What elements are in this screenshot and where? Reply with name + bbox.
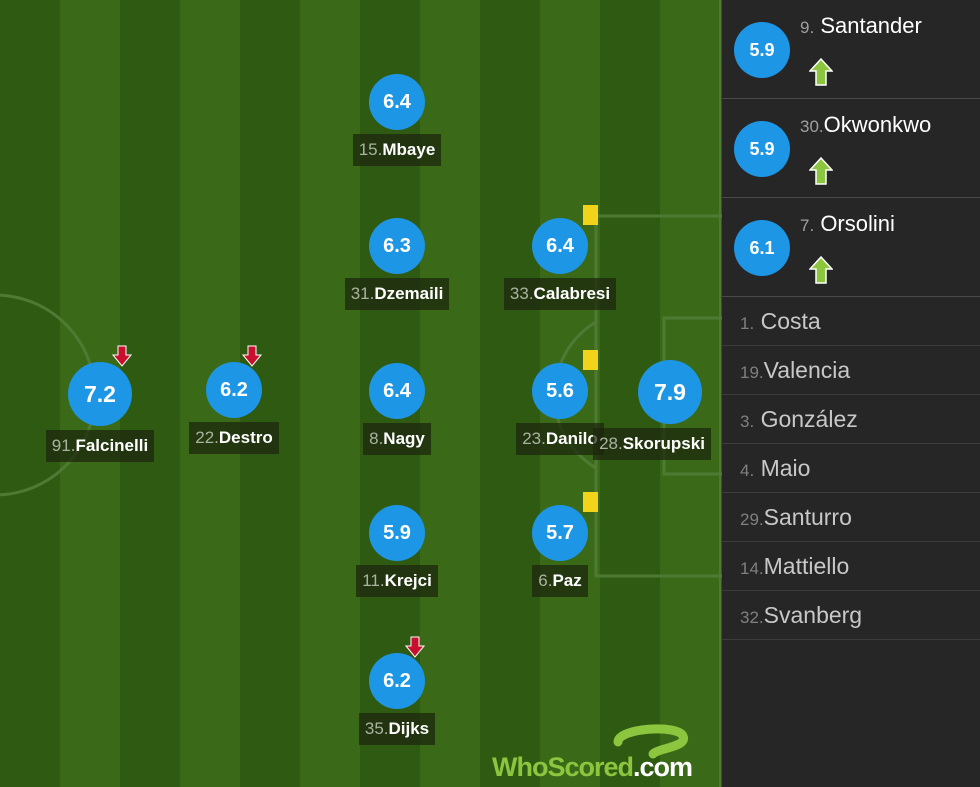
rating-bubble: 7.9	[638, 360, 702, 424]
substituted-off-icon	[405, 636, 425, 658]
question-mark-icon	[613, 724, 688, 759]
player-name-label: 6.Paz	[532, 565, 588, 597]
substituted-off-icon	[112, 345, 132, 367]
player-mbaye[interactable]: 6.4 15.Mbaye	[317, 74, 477, 166]
player-name-label: 33.Calabresi	[503, 278, 617, 310]
player-krejci[interactable]: 5.9 11.Krejci	[317, 505, 477, 597]
yellow-card-icon	[583, 492, 598, 512]
rating-bubble: 5.9	[369, 505, 425, 561]
player-name-label: 22.Destro	[189, 422, 279, 454]
player-name-label: 15.Mbaye	[352, 134, 442, 166]
player-paz[interactable]: 5.7 6.Paz	[480, 492, 640, 597]
player-calabresi[interactable]: 6.4 33.Calabresi	[480, 205, 640, 310]
player-name-label: 8.Nagy	[363, 423, 431, 455]
rating-bubble: 6.1	[734, 220, 790, 276]
substitute-santander[interactable]: 5.9 9. Santander	[722, 0, 980, 99]
rating-bubble: 6.2	[369, 636, 425, 709]
player-name-label: 11.Krejci	[356, 565, 438, 597]
player-name-label: 7. Orsolini	[800, 211, 895, 236]
substitute-okwonkwo[interactable]: 5.9 30.Okwonkwo	[722, 99, 980, 198]
rating-bubble: 5.7	[532, 492, 598, 561]
bench-player-gonzalez[interactable]: 3. González	[722, 395, 980, 444]
bench-player-mattiello[interactable]: 14.Mattiello	[722, 542, 980, 591]
player-name-label: 28.Skorupski	[593, 428, 711, 460]
rating-bubble: 6.4	[532, 205, 598, 274]
player-destro[interactable]: 6.2 22.Destro	[154, 345, 314, 454]
player-name-label: 31.Dzemaili	[344, 278, 450, 310]
bench-player-maio[interactable]: 4. Maio	[722, 444, 980, 493]
rating-bubble: 6.3	[369, 218, 425, 274]
player-name-label: 91.Falcinelli	[45, 430, 155, 462]
rating-bubble: 6.2	[206, 345, 262, 418]
substituted-on-icon	[809, 256, 833, 284]
rating-bubble: 6.4	[369, 74, 425, 130]
yellow-card-icon	[583, 205, 598, 225]
rating-bubble: 6.4	[369, 363, 425, 419]
substituted-off-icon	[242, 345, 262, 367]
substituted-on-icon	[809, 58, 833, 86]
player-falcinelli[interactable]: 7.2 91.Falcinelli	[20, 345, 180, 462]
rating-bubble: 5.6	[532, 350, 598, 419]
substitutes-panel: 5.9 9. Santander 5.9 30.Okwonkwo 6.1 7. …	[722, 0, 980, 787]
player-name-label: 23.Danilo	[516, 423, 604, 455]
bench-player-svanberg[interactable]: 32.Svanberg	[722, 591, 980, 640]
player-name-label: 35.Dijks	[358, 713, 436, 745]
player-dijks[interactable]: 6.2 35.Dijks	[317, 636, 477, 745]
logo-wordmark: WhoScored.com	[492, 752, 693, 782]
bench-player-costa[interactable]: 1. Costa	[722, 297, 980, 346]
rating-bubble: 7.2	[68, 345, 132, 426]
player-name-label: 9. Santander	[800, 13, 922, 38]
player-dzemaili[interactable]: 6.3 31.Dzemaili	[317, 218, 477, 310]
pitch: 7.2 91.Falcinelli 6.2 22.Destro 6.4 15.M…	[0, 0, 722, 787]
rating-bubble: 5.9	[734, 121, 790, 177]
yellow-card-icon	[583, 350, 598, 370]
rating-bubble: 5.9	[734, 22, 790, 78]
whoscored-logo: WhoScored.com	[490, 722, 710, 782]
player-name-label: 30.Okwonkwo	[800, 112, 932, 137]
bench-player-valencia[interactable]: 19.Valencia	[722, 346, 980, 395]
player-skorupski[interactable]: 7.9 28.Skorupski	[572, 360, 722, 460]
bench-player-santurro[interactable]: 29.Santurro	[722, 493, 980, 542]
substitute-orsolini[interactable]: 6.1 7. Orsolini	[722, 198, 980, 297]
player-danilo[interactable]: 5.6 23.Danilo	[480, 350, 640, 455]
player-nagy[interactable]: 6.4 8.Nagy	[317, 363, 477, 455]
substituted-on-icon	[809, 157, 833, 185]
